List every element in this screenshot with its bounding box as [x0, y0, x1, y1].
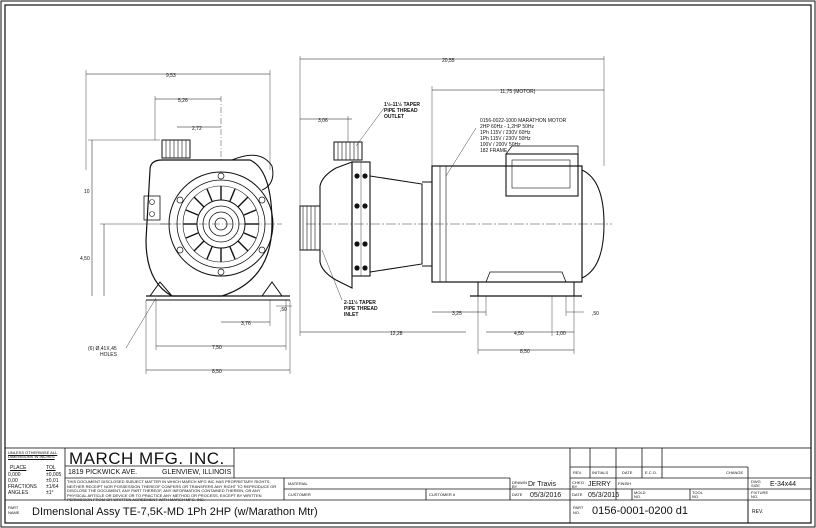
tolerance-head-place: PLACE: [10, 465, 27, 471]
note-holes-1: (6) Ø,41X,45: [88, 346, 117, 352]
dim-end-gap: ,50: [592, 311, 599, 317]
tolerance-place-3: FRACTIONS: [8, 484, 37, 490]
dim-foot-offset: 3,25: [452, 311, 462, 317]
note-motor-6: 182 FRAME: [480, 148, 508, 154]
chkd-date-label: DATE: [572, 492, 583, 497]
rev-head-initials: INITIALS: [592, 470, 609, 475]
note-holes-2: HOLES: [100, 352, 118, 358]
dim-height: 10: [84, 189, 90, 195]
tolerance-tol-2: ±0,01: [46, 478, 59, 484]
drawn-date: 05/3/2016: [530, 492, 562, 499]
note-motor-1: 0156-0022-1000 MARATHON MOTOR: [480, 118, 567, 124]
dim-length-to-foot: 12,28: [390, 331, 403, 337]
tolerance-tol-4: ±1°: [46, 490, 54, 496]
dim-outlet-offset: 2,72: [192, 126, 202, 132]
company-city: GLENVIEW, ILLINOIS: [162, 469, 232, 476]
dim-small-gap: ,50: [280, 307, 287, 313]
fixture-label: FIXTURE NO.: [751, 490, 769, 499]
chkd-date: 05/3/2016: [588, 492, 620, 499]
rev-head-eco: E.C.O.: [645, 470, 658, 475]
tolerance-header: UNLESS OTHERWISE ALL DIMENSIONS IN INCHE…: [8, 450, 58, 459]
chkd-by: JERRY: [588, 481, 611, 488]
dim-overall-length: 20,55: [442, 58, 455, 64]
dim-motor-end: 1,00: [556, 331, 566, 337]
dim-motor-base: 8,50: [520, 349, 530, 355]
dim-inlet-offset: 5,26: [178, 98, 188, 104]
dim-foot-width: 7,50: [212, 345, 222, 351]
tolerance-place-2: 0,00: [8, 478, 18, 484]
dim-base-width: 8,50: [212, 369, 222, 375]
note-outlet-1: 1½-11½ TAPER: [384, 101, 420, 108]
part-number: 0156-0001-0200 d1: [592, 505, 689, 517]
company-address: 1819 PICKWICK AVE.: [68, 469, 138, 476]
note-inlet-2: PIPE THREAD: [344, 306, 378, 312]
rev-head-change: CHANGE: [726, 470, 744, 475]
rev-head-rev: REV.: [573, 470, 582, 475]
title-block-grid: [4, 447, 812, 524]
part-no-label: PART NO.: [573, 505, 584, 515]
tool-label: TOOL NO.: [692, 490, 703, 499]
note-outlet-2: PIPE THREAD: [384, 108, 418, 114]
company-name: MARCH MFG. INC.: [69, 449, 225, 468]
dim-foot-spacing: 3,76: [241, 321, 251, 327]
note-outlet-3: OUTLET: [384, 114, 404, 120]
tolerance-place-1: 0,000: [8, 472, 21, 478]
dim-motor-length: 11,75 (MOTOR): [500, 89, 536, 95]
part-name: DImensIonal Assy TE-7,5K-MD 1Ph 2HP (w/M…: [32, 506, 318, 518]
tolerance-head-tol: TOL: [46, 465, 56, 471]
note-motor-4: 1Ph 115V / 230V 50Hz: [480, 136, 531, 142]
finish-label: FINISH: [618, 481, 632, 486]
dim-shaft-height: 4,50: [80, 256, 90, 262]
note-motor-2: 2HP 60Hz - 1,2HP 50Hz: [480, 124, 535, 130]
dwg-size-label: DWG SIZE: [751, 479, 761, 488]
tolerance-place-4: ANGLES: [8, 490, 29, 496]
material-label: MATERIAL: [288, 481, 308, 486]
chkd-label: CHK'D BY: [572, 480, 585, 489]
drawn-date-label: DATE: [512, 492, 523, 497]
note-motor-5: 100V / 200V 50Hz: [480, 142, 521, 148]
tolerance-tol-3: ±1/64: [46, 484, 59, 490]
pump-side-view: 20,55 11,75 (MOTOR) 3,06 1½-11½ TAPER PI…: [299, 56, 612, 355]
drawn-by: Dr Travis: [528, 481, 556, 488]
mold-label: MOLD NO.: [634, 490, 646, 499]
dim-pump-width: 9,53: [166, 73, 176, 79]
dim-side-outlet: 3,06: [318, 118, 328, 124]
proprietary-disclaimer: THIS DOCUMENT DISCLOSED SUBJECT MATTER I…: [67, 479, 277, 503]
drawn-label: DRAWN BY: [512, 480, 527, 489]
customer-label: CUSTOMER: [288, 492, 311, 497]
part-name-label: PART NAME: [8, 505, 20, 515]
customer-no-label: CUSTOMER #: [429, 492, 456, 497]
note-motor-3: 1Ph 115V / 230V 60Hz: [480, 130, 531, 136]
rev-head-date: DATE: [622, 470, 633, 475]
rev-label: REV.: [752, 509, 764, 515]
tolerance-tol-1: ±0,005: [46, 472, 62, 478]
dim-motor-foot: 4,50: [514, 331, 524, 337]
note-inlet-3: INLET: [344, 312, 358, 318]
note-inlet-1: 2-11½ TAPER: [344, 299, 376, 306]
pump-front-view: 9,53 5,26 2,72 10 4,50: [80, 70, 292, 375]
dwg-size: E-34x44: [770, 481, 797, 488]
